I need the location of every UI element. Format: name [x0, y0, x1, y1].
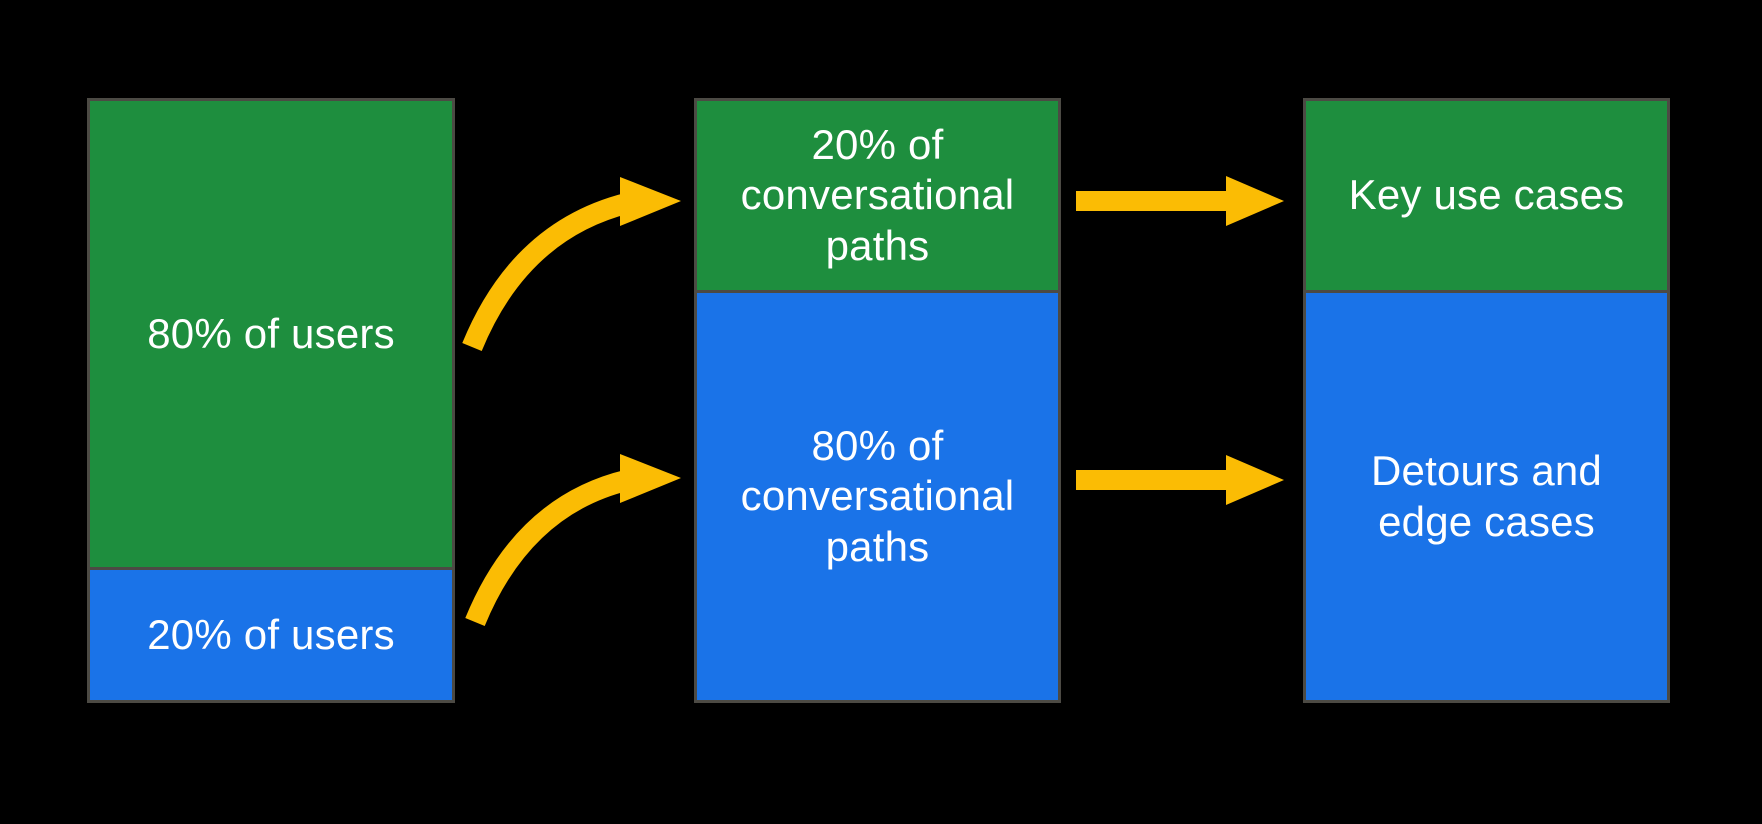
arrow-head-icon: [1226, 176, 1284, 226]
segment-label: 20% of conversational paths: [740, 120, 1015, 269]
column-users: 80% of users 20% of users: [87, 98, 455, 703]
segment-label: 80% of users: [147, 309, 395, 357]
segment-paths-minority: 20% of conversational paths: [697, 101, 1058, 290]
arrow-shaft: [1076, 191, 1228, 211]
segment-paths-majority: 80% of conversational paths: [697, 290, 1058, 700]
segment-label: Detours and edge cases: [1370, 447, 1602, 545]
segment-users-minority: 20% of users: [90, 567, 452, 700]
curved-arrow-bottom-icon: [465, 454, 681, 626]
column-conversational-paths: 20% of conversational paths 80% of conve…: [694, 98, 1061, 703]
arrow-head-icon: [620, 454, 681, 503]
arrow-head-icon: [620, 177, 681, 226]
segment-label: 20% of users: [147, 610, 395, 658]
segment-label: Key use cases: [1348, 171, 1625, 219]
straight-arrow-bottom-icon: [1076, 455, 1284, 505]
column-use-cases: Key use cases Detours and edge cases: [1303, 98, 1670, 703]
segment-detours-edge-cases: Detours and edge cases: [1306, 290, 1667, 700]
segment-label: 80% of conversational paths: [740, 421, 1015, 570]
arrow-shaft: [465, 469, 631, 626]
straight-arrow-top-icon: [1076, 176, 1284, 226]
arrow-head-icon: [1226, 455, 1284, 505]
arrow-shaft: [462, 192, 631, 351]
curved-arrow-top-icon: [462, 177, 681, 351]
segment-users-majority: 80% of users: [90, 101, 452, 567]
segment-key-use-cases: Key use cases: [1306, 101, 1667, 290]
arrow-shaft: [1076, 470, 1228, 490]
